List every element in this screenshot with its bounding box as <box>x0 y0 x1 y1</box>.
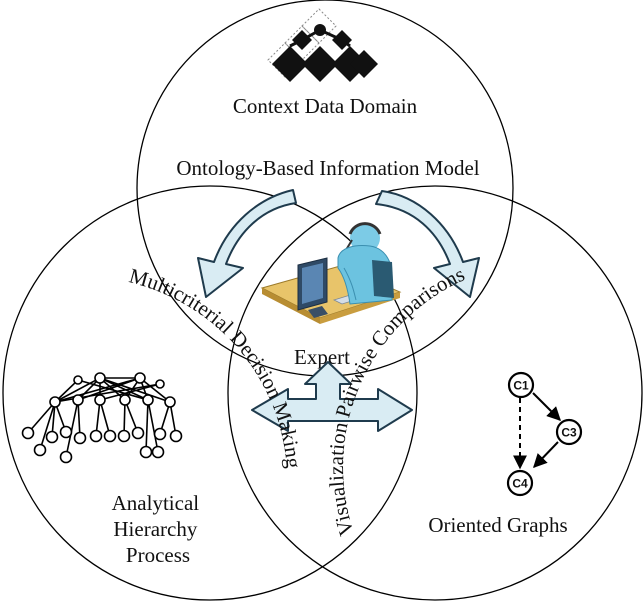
node-c4 <box>506 469 534 497</box>
top-circle-subtitle: Ontology-Based Information Model <box>176 156 479 180</box>
oriented-graphs-caption: Oriented Graphs <box>428 513 567 537</box>
node-c4-label: C4 <box>512 477 528 491</box>
ahp-caption-line-1: Analytical <box>112 491 200 515</box>
node-c3 <box>555 418 583 446</box>
ahp-caption: Analytical Hierarchy Process <box>112 491 205 567</box>
left-circle <box>2 185 418 601</box>
arrow-top-to-left <box>197 189 297 298</box>
edge-c1-c3 <box>532 392 561 421</box>
ahp-caption-line-2: Hierarchy <box>113 517 197 541</box>
node-c3-label: C3 <box>561 426 577 440</box>
arrow-top-to-right <box>375 190 480 298</box>
top-circle-title: Context Data Domain <box>233 94 418 118</box>
hierarchy-tree-icon <box>21 372 183 464</box>
ahp-caption-line-3: Process <box>126 543 190 567</box>
node-c1 <box>507 371 535 399</box>
right-circle <box>227 185 643 601</box>
four-way-arrow <box>251 361 413 432</box>
node-c1-label: C1 <box>513 379 529 393</box>
oriented-graph: C1 C3 C4 <box>506 371 583 497</box>
domain-lattice-icon <box>267 8 378 82</box>
expert-workstation-icon <box>260 222 402 324</box>
edge-c3-c4 <box>533 441 559 469</box>
expert-label: Expert <box>294 345 350 369</box>
